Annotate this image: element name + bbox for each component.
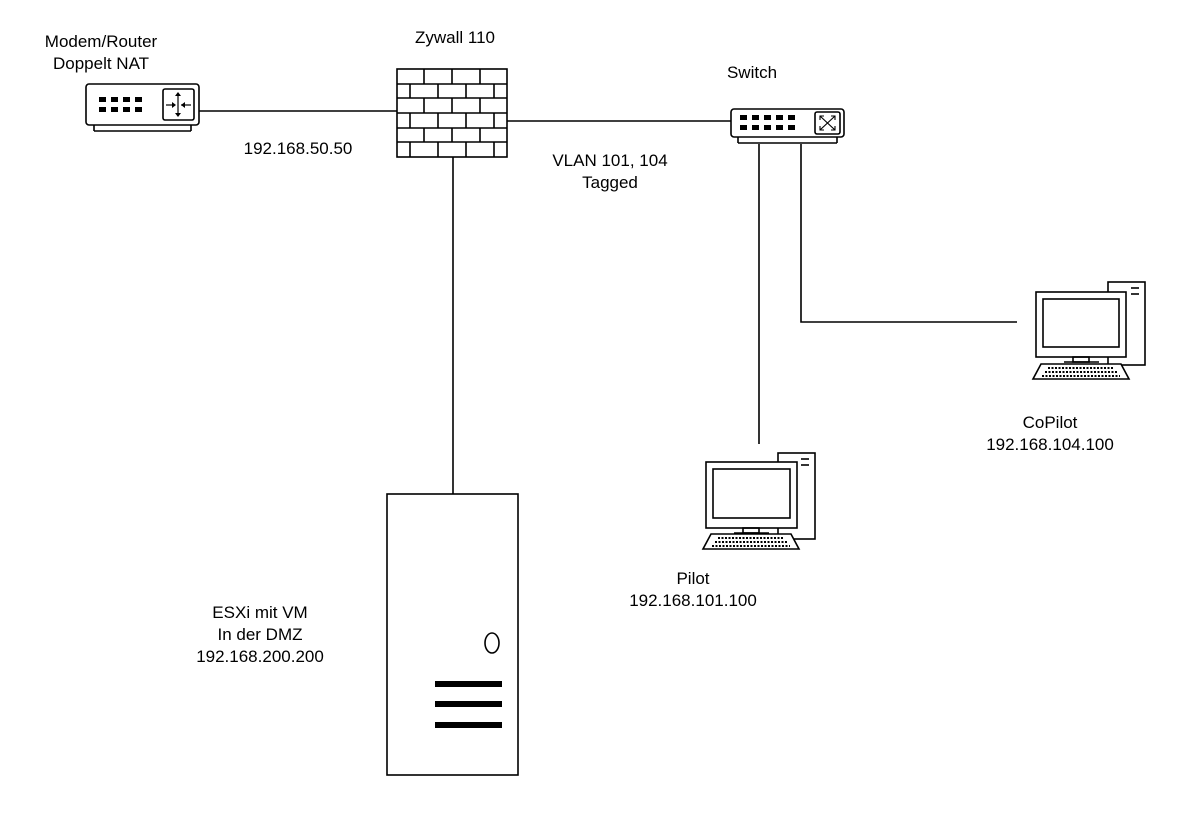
copilot-name: CoPilot bbox=[1022, 413, 1078, 432]
switch-icon[interactable] bbox=[730, 108, 845, 144]
pilot-ip: 192.168.101.100 bbox=[629, 591, 757, 610]
copilot-ip: 192.168.104.100 bbox=[986, 435, 1114, 454]
switch-label: Switch bbox=[702, 62, 802, 84]
wan-ip-label: 192.168.50.50 bbox=[218, 138, 378, 160]
pilot-name: Pilot bbox=[676, 569, 710, 588]
link-switch-copilot bbox=[800, 144, 1017, 323]
modem-label-line2: Doppelt NAT bbox=[52, 54, 150, 73]
esxi-line1: ESXi mit VM bbox=[212, 603, 308, 622]
esxi-server-icon[interactable] bbox=[386, 493, 519, 776]
copilot-workstation-icon[interactable] bbox=[1031, 281, 1146, 380]
esxi-label: ESXi mit VM In der DMZ 192.168.200.200 bbox=[180, 602, 340, 668]
firewall-icon[interactable] bbox=[396, 68, 508, 158]
esxi-ip: 192.168.200.200 bbox=[196, 647, 324, 666]
firewall-name: Zywall 110 bbox=[415, 28, 495, 47]
switch-name: Switch bbox=[726, 63, 778, 82]
modem-router-icon[interactable] bbox=[85, 83, 200, 132]
vlan-line1: VLAN 101, 104 bbox=[552, 151, 668, 170]
connection-lines bbox=[199, 110, 1017, 494]
firewall-label: Zywall 110 bbox=[385, 27, 525, 49]
modem-label-line1: Modem/Router bbox=[44, 32, 158, 51]
pilot-label: Pilot 192.168.101.100 bbox=[613, 568, 773, 612]
modem-router-label: Modem/Router Doppelt NAT bbox=[21, 31, 181, 75]
copilot-label: CoPilot 192.168.104.100 bbox=[970, 412, 1130, 456]
wan-ip: 192.168.50.50 bbox=[243, 139, 353, 158]
esxi-line2: In der DMZ bbox=[217, 625, 303, 644]
vlan-line2: Tagged bbox=[582, 173, 638, 192]
vlan-label: VLAN 101, 104 Tagged bbox=[525, 150, 695, 194]
pilot-workstation-icon[interactable] bbox=[701, 452, 816, 550]
